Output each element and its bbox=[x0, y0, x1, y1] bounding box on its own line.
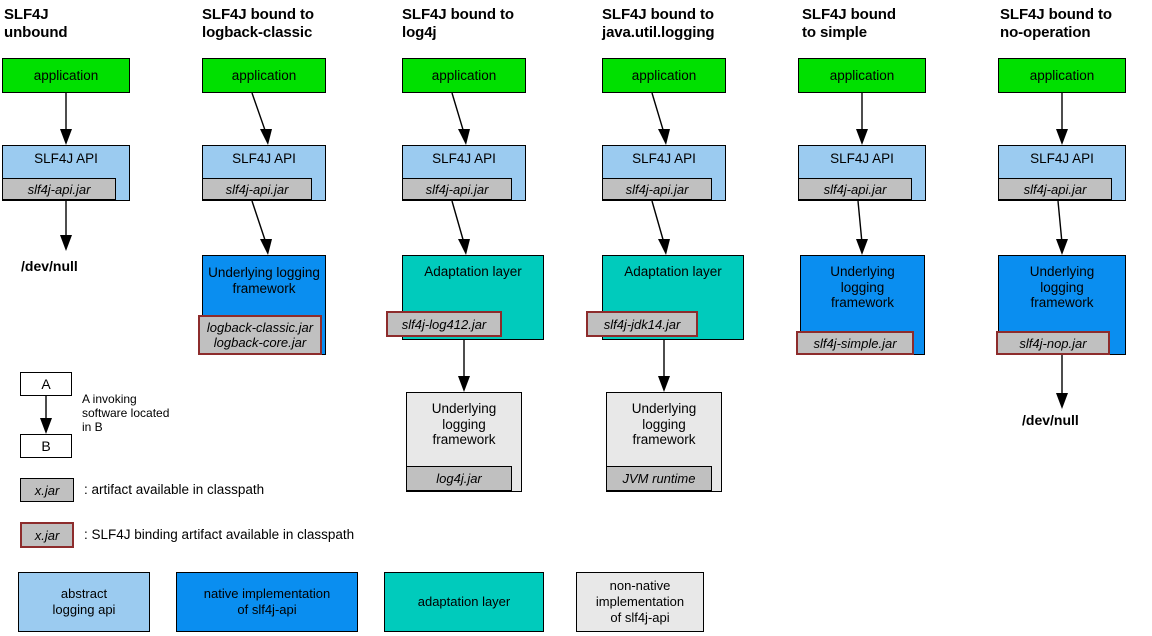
node-application-logback: application bbox=[202, 58, 326, 93]
node-application-jul: application bbox=[602, 58, 726, 93]
node-label: application bbox=[1029, 67, 1095, 83]
arrow-api-to-adaptation bbox=[651, 200, 670, 255]
legend-invocation-caption: A invoking software located in B bbox=[82, 392, 170, 434]
legend-jar-artifact-sample: x.jar bbox=[20, 478, 74, 502]
arrow-application-to-api bbox=[651, 92, 670, 145]
arrow-api-to-adaptation bbox=[451, 200, 470, 255]
node-label: SLF4J API bbox=[432, 151, 496, 166]
arrow-api-to-devnull bbox=[60, 201, 72, 251]
node-label: Adaptation layer bbox=[624, 264, 722, 279]
legend-artifact-caption: : artifact available in classpath bbox=[84, 482, 265, 497]
column-title-no-operation: SLF4J bound to no-operation bbox=[1000, 6, 1112, 41]
arrow-application-to-api bbox=[451, 92, 470, 145]
jar-slf4j-api: slf4j-api.jar bbox=[402, 178, 512, 200]
terminal-devnull-nop: /dev/null bbox=[1022, 412, 1079, 428]
jar-slf4j-api: slf4j-api.jar bbox=[998, 178, 1112, 200]
jar-logback-binding: logback-classic.jar logback-core.jar bbox=[198, 315, 322, 355]
node-label: SLF4J API bbox=[830, 151, 894, 166]
legend-box-b: B bbox=[20, 434, 72, 458]
node-label: application bbox=[829, 67, 895, 83]
legend-binding-artifact-caption: : SLF4J binding artifact available in cl… bbox=[84, 527, 355, 542]
node-adaptation-log4j: Adaptation layer bbox=[402, 255, 544, 340]
node-label: application bbox=[33, 67, 99, 83]
jar-slf4j-api: slf4j-api.jar bbox=[798, 178, 912, 200]
node-label: SLF4J API bbox=[1030, 151, 1094, 166]
jar-jvm-runtime: JVM runtime bbox=[606, 466, 712, 491]
node-label: SLF4J API bbox=[632, 151, 696, 166]
jar-slf4j-api: slf4j-api.jar bbox=[602, 178, 712, 200]
jar-slf4j-jdk14-binding: slf4j-jdk14.jar bbox=[586, 311, 698, 337]
node-label: application bbox=[231, 67, 297, 83]
node-application-simple: application bbox=[798, 58, 926, 93]
arrow-api-to-underlying bbox=[856, 200, 868, 255]
column-title-unbound: SLF4J unbound bbox=[4, 6, 68, 41]
jar-slf4j-api: slf4j-api.jar bbox=[202, 178, 312, 200]
node-label: Underlying logging framework bbox=[208, 265, 320, 296]
node-label: Adaptation layer bbox=[424, 264, 522, 279]
node-application-log4j: application bbox=[402, 58, 526, 93]
jar-slf4j-simple-binding: slf4j-simple.jar bbox=[796, 331, 914, 355]
legend-swatch-abstract-logging-api: abstract logging api bbox=[18, 572, 150, 632]
arrow-application-to-api bbox=[856, 93, 868, 145]
node-label: application bbox=[431, 67, 497, 83]
node-label: Underlying logging framework bbox=[1029, 264, 1095, 310]
terminal-devnull-unbound: /dev/null bbox=[21, 258, 78, 274]
arrow-api-to-underlying bbox=[251, 200, 272, 255]
column-title-simple: SLF4J bound to simple bbox=[802, 6, 896, 41]
node-label: Underlying logging framework bbox=[431, 401, 497, 447]
column-title-logback-classic: SLF4J bound to logback-classic bbox=[202, 6, 314, 41]
arrow-application-to-api bbox=[251, 92, 272, 145]
arrow-application-to-api bbox=[60, 93, 72, 145]
legend-swatch-native-implementation: native implementation of slf4j-api bbox=[176, 572, 358, 632]
node-label: Underlying logging framework bbox=[631, 401, 697, 447]
jar-slf4j-api: slf4j-api.jar bbox=[2, 178, 116, 200]
node-label: application bbox=[631, 67, 697, 83]
arrow-adaptation-to-underlying bbox=[658, 340, 670, 392]
legend-arrow-a-to-b bbox=[40, 396, 52, 434]
arrow-application-to-api bbox=[1056, 93, 1068, 145]
node-label: SLF4J API bbox=[232, 151, 296, 166]
legend-box-a: A bbox=[20, 372, 72, 396]
node-label: Underlying logging framework bbox=[830, 264, 895, 310]
jar-slf4j-nop-binding: slf4j-nop.jar bbox=[996, 331, 1110, 355]
arrow-underlying-to-devnull bbox=[1056, 355, 1068, 409]
column-title-java-util-logging: SLF4J bound to java.util.logging bbox=[602, 6, 715, 41]
arrow-adaptation-to-underlying bbox=[458, 340, 470, 392]
jar-log4j: log4j.jar bbox=[406, 466, 512, 491]
jar-slf4j-log4j-binding: slf4j-log412.jar bbox=[386, 311, 502, 337]
node-application-nop: application bbox=[998, 58, 1126, 93]
legend-swatch-non-native-implementation: non-native implementation of slf4j-api bbox=[576, 572, 704, 632]
node-label: SLF4J API bbox=[34, 151, 98, 166]
column-title-log4j: SLF4J bound to log4j bbox=[402, 6, 514, 41]
legend-swatch-adaptation-layer: adaptation layer bbox=[384, 572, 544, 632]
legend-jar-binding-sample: x.jar bbox=[20, 522, 74, 548]
node-application-unbound: application bbox=[2, 58, 130, 93]
arrow-api-to-underlying bbox=[1056, 200, 1068, 255]
